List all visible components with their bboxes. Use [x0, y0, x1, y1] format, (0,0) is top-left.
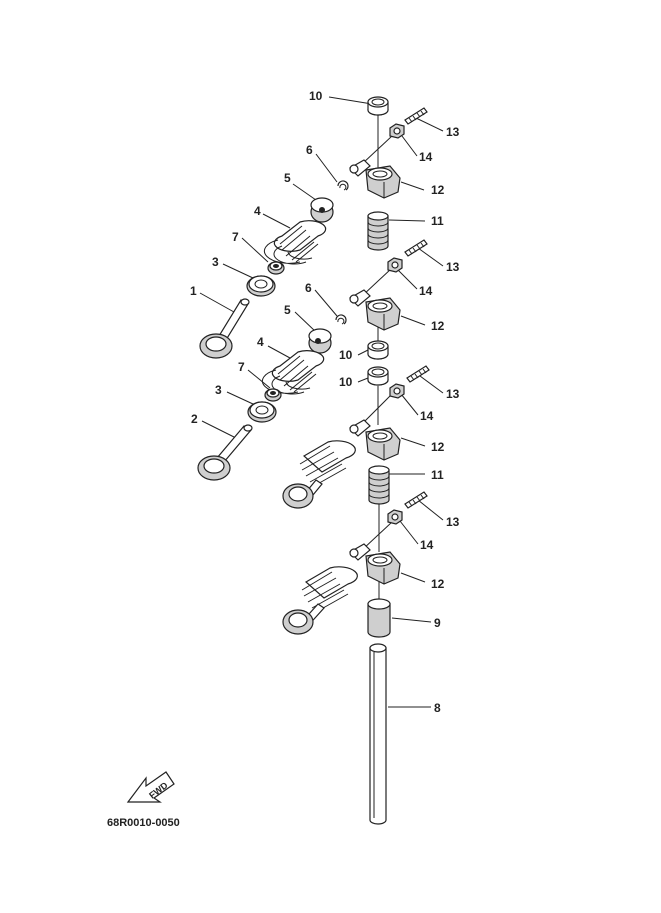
- part-13-adjusting-screw-c: [406, 365, 430, 383]
- part-12-rocker-arm-b: [349, 289, 401, 331]
- part-6-valve-cotter-b: [335, 314, 347, 325]
- label-13: 13: [446, 260, 460, 274]
- leader-lines: [199, 96, 444, 708]
- part-11-rocker-spring-a: [367, 211, 389, 251]
- part-9-tappet: [367, 598, 391, 638]
- label-6: 6: [305, 281, 312, 295]
- label-6: 6: [306, 143, 313, 157]
- part-12-rocker-arm-d: [349, 543, 401, 585]
- label-12: 12: [431, 577, 445, 591]
- part-3-spring-seat-a: [246, 275, 276, 297]
- part-3-spring-seat-b: [247, 401, 277, 423]
- label-3: 3: [212, 255, 219, 269]
- part-7-valve-stem-seal-a: [267, 261, 285, 275]
- label-11: 11: [431, 214, 444, 228]
- label-13: 13: [446, 515, 460, 529]
- part-13-adjusting-screw-a: [404, 107, 428, 125]
- label-4: 4: [254, 204, 261, 218]
- forward-direction-arrow: FWD: [126, 771, 175, 803]
- part-7-valve-stem-seal-b: [264, 388, 282, 402]
- part-14-locknut-a: [389, 123, 405, 139]
- label-10: 10: [339, 348, 353, 362]
- part-13-adjusting-screw-d: [404, 491, 428, 509]
- label-8: 8: [434, 701, 441, 715]
- label-5: 5: [284, 171, 291, 185]
- label-14: 14: [419, 284, 433, 298]
- part-4-valve-spring-b: [261, 350, 325, 395]
- part-14-locknut-d: [387, 509, 403, 525]
- label-7: 7: [232, 230, 239, 244]
- label-10: 10: [339, 375, 353, 389]
- label-13: 13: [446, 387, 460, 401]
- label-5: 5: [284, 303, 291, 317]
- label-2: 2: [191, 412, 198, 426]
- part-8-push-rod: [369, 643, 387, 825]
- part-5-spring-retainer-b: [308, 328, 332, 354]
- part-13-adjusting-screw-b: [404, 239, 428, 257]
- label-4: 4: [257, 335, 264, 349]
- callout-labels: 10 13 14 6 5 12 4 11 7 3 13 1 14 6 5 12 …: [190, 89, 460, 715]
- label-10: 10: [309, 89, 323, 103]
- valve-spring-assembly-upper: [282, 440, 356, 509]
- part-10-valve-cap-top: [367, 96, 389, 116]
- part-1-intake-valve: [199, 298, 250, 359]
- part-14-locknut-b: [387, 257, 403, 273]
- part-10-valve-cap-mid-a: [367, 340, 389, 360]
- label-7: 7: [238, 360, 245, 374]
- part-10-valve-cap-mid-b: [367, 366, 389, 386]
- part-6-valve-cotter-a: [337, 180, 349, 191]
- label-12: 12: [431, 440, 445, 454]
- part-12-rocker-arm-a: [349, 159, 401, 199]
- part-14-locknut-c: [389, 383, 405, 399]
- part-2-exhaust-valve: [197, 424, 253, 481]
- label-9: 9: [434, 616, 441, 630]
- part-5-spring-retainer-a: [310, 197, 334, 223]
- label-11: 11: [431, 468, 444, 482]
- label-1: 1: [190, 284, 197, 298]
- part-11-rocker-spring-b: [368, 465, 390, 505]
- label-13: 13: [446, 125, 460, 139]
- label-12: 12: [431, 319, 445, 333]
- label-3: 3: [215, 383, 222, 397]
- valve-spring-assembly-lower: [282, 566, 358, 635]
- label-14: 14: [420, 538, 434, 552]
- part-12-rocker-arm-c: [349, 419, 401, 461]
- diagram-code: 68R0010-0050: [107, 817, 180, 829]
- label-12: 12: [431, 183, 445, 197]
- label-14: 14: [419, 150, 433, 164]
- part-4-valve-spring-a: [263, 220, 327, 265]
- label-14: 14: [420, 409, 434, 423]
